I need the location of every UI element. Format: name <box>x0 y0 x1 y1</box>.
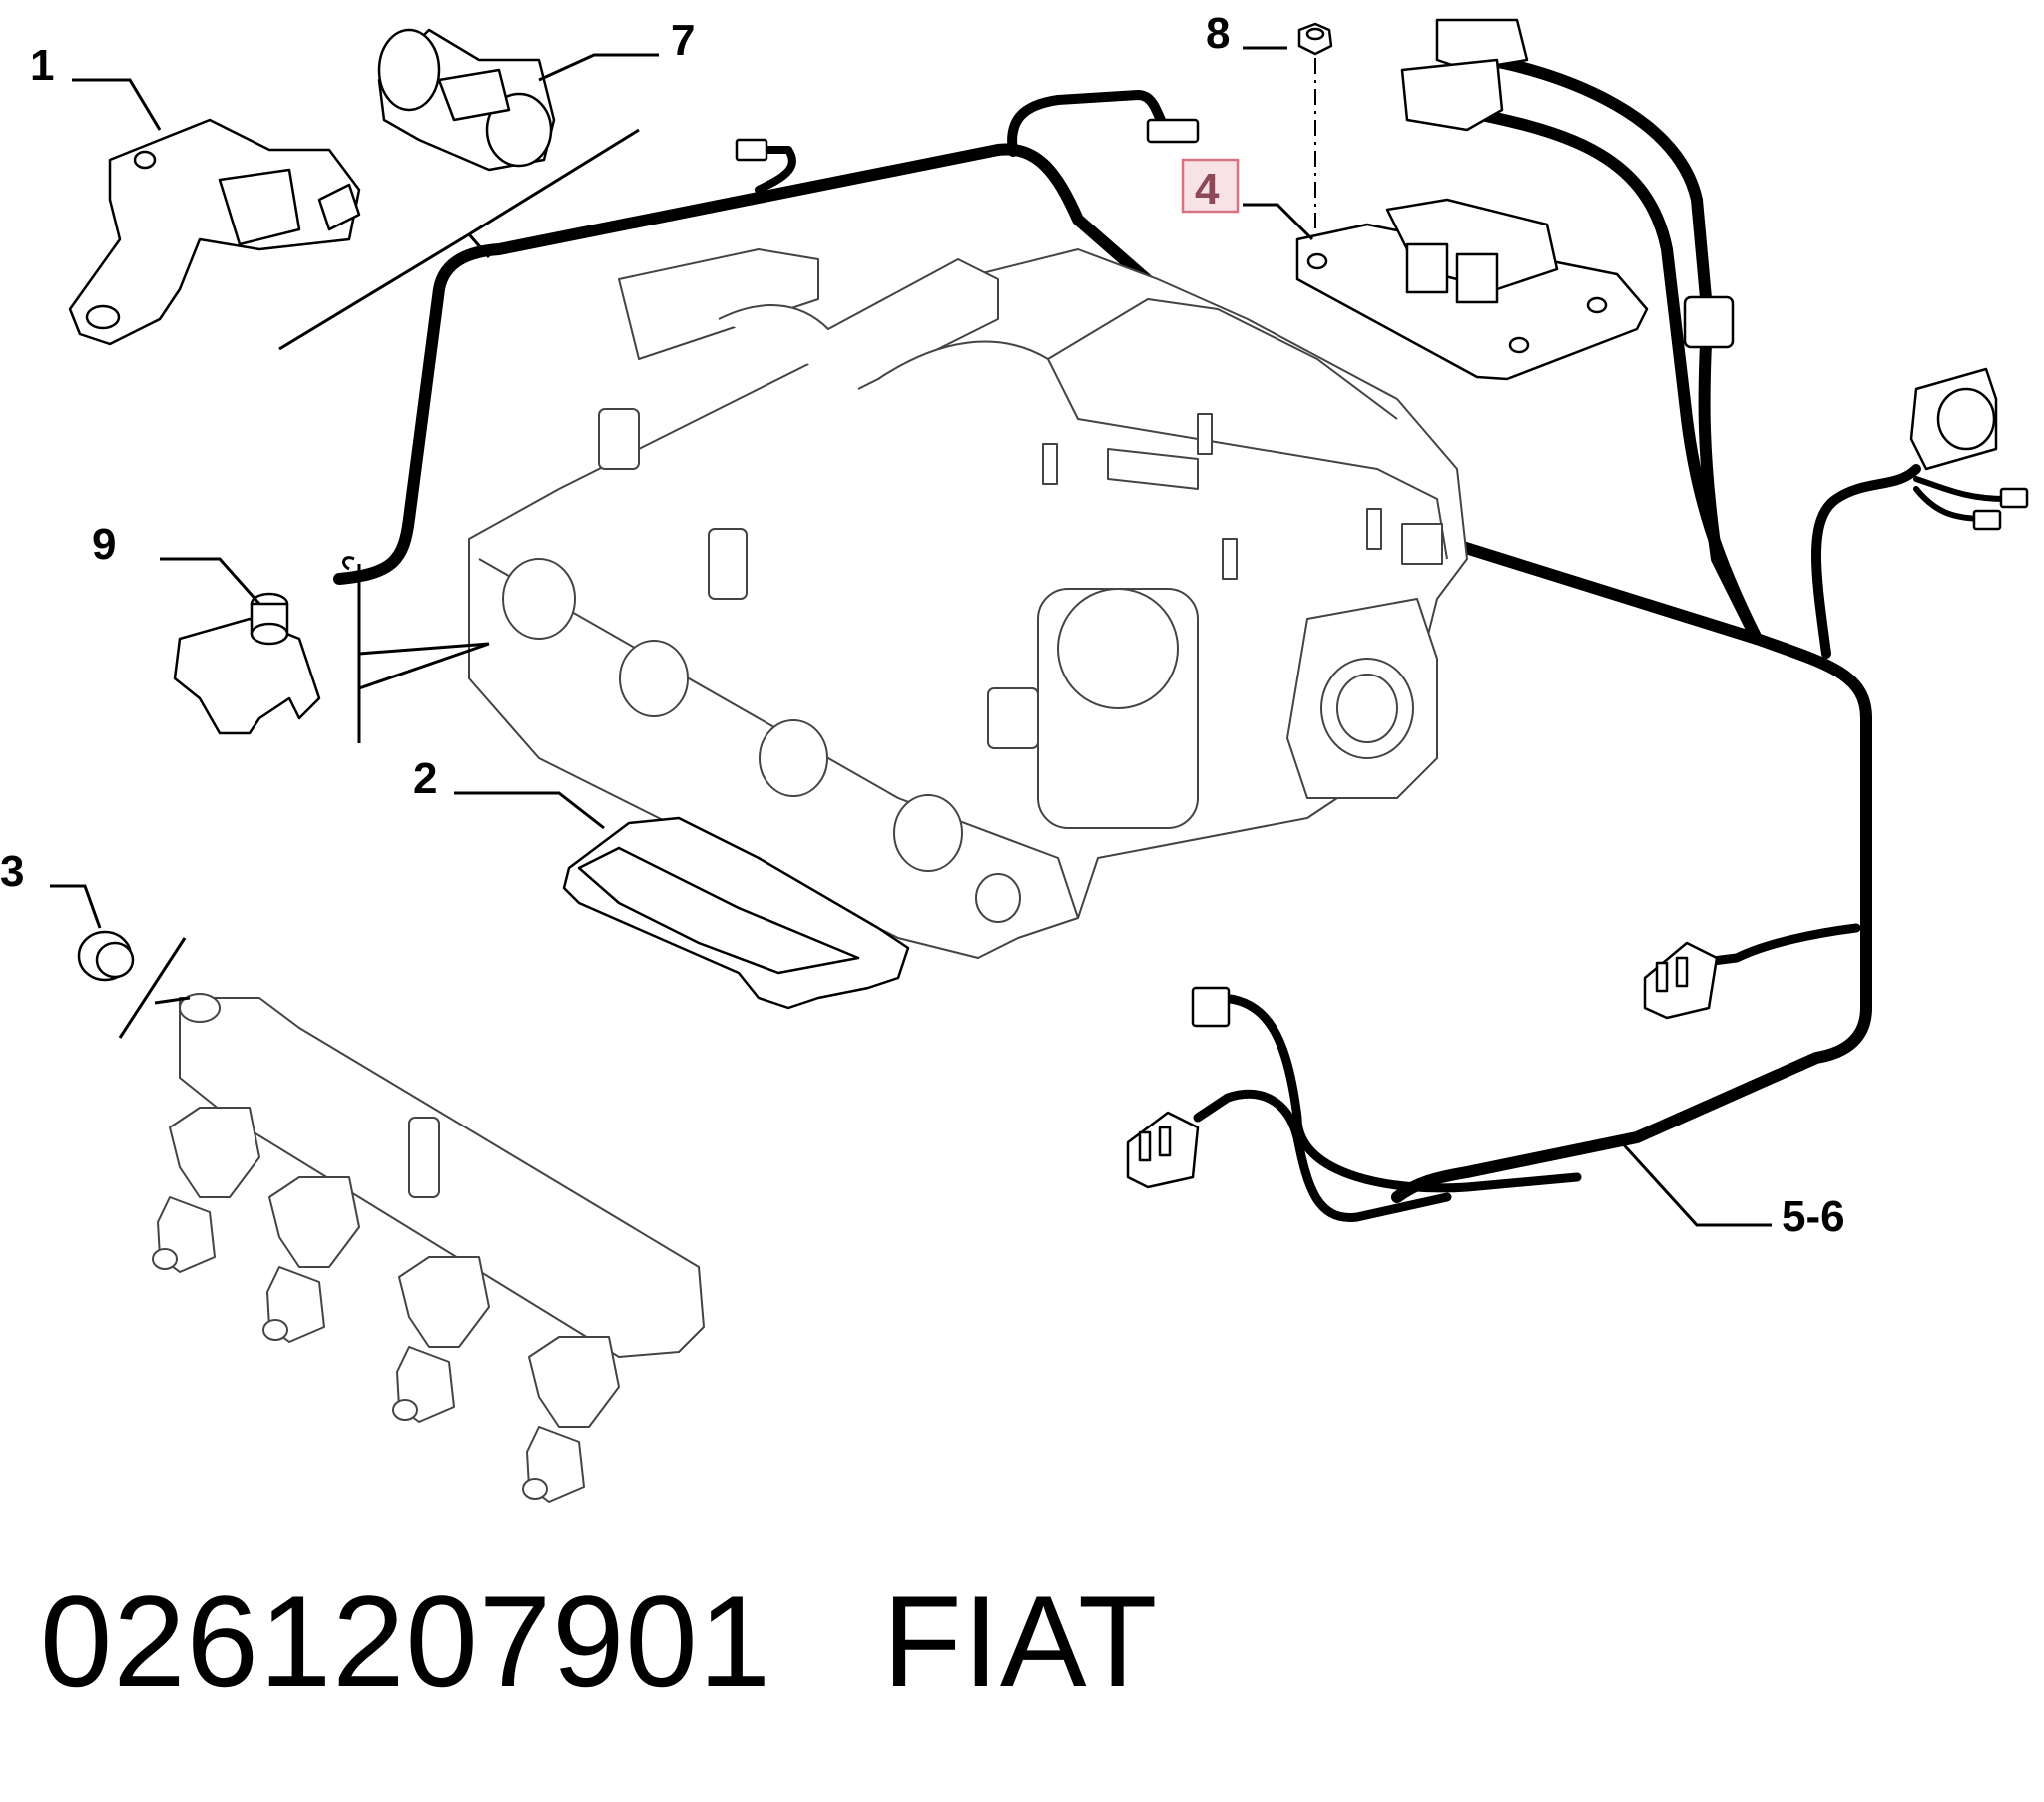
part-2-cover <box>562 816 910 1010</box>
plug-connector-right <box>1643 941 1719 1020</box>
part-7-clamp <box>377 28 556 172</box>
part-4-control-unit <box>1295 198 1649 381</box>
brand-name: FIAT <box>882 1569 1159 1714</box>
callout-9: 9 <box>92 520 116 569</box>
plug-connector-left <box>1126 1111 1200 1189</box>
callout-4-highlight <box>1181 158 1240 214</box>
leader-lines <box>50 46 1772 1227</box>
wiring-harness <box>333 54 2029 1222</box>
connector-small <box>735 138 768 162</box>
part-number: 0261207901 <box>40 1569 771 1714</box>
callout-8: 8 <box>1206 9 1230 58</box>
fuel-rail-injectors <box>152 993 705 1503</box>
relay-connector <box>1400 18 1529 132</box>
part-number-caption: 0261207901 FIAT <box>40 1567 1158 1716</box>
callout-3: 3 <box>0 847 24 896</box>
callout-2: 2 <box>413 754 437 803</box>
part-3-cap <box>77 930 135 982</box>
callout-5-6: 5-6 <box>1782 1192 1845 1241</box>
part-9-clip <box>173 556 355 735</box>
sensor-right <box>1909 367 1998 471</box>
callout-7: 7 <box>671 16 695 65</box>
callout-4: 4 <box>1195 165 1220 214</box>
part-8-nut <box>1297 22 1333 239</box>
connector-top <box>1146 118 1200 144</box>
connector-square <box>1191 986 1231 1028</box>
callout-1: 1 <box>30 41 54 90</box>
intake-manifold <box>468 248 1468 959</box>
part-1-bracket <box>68 118 361 346</box>
